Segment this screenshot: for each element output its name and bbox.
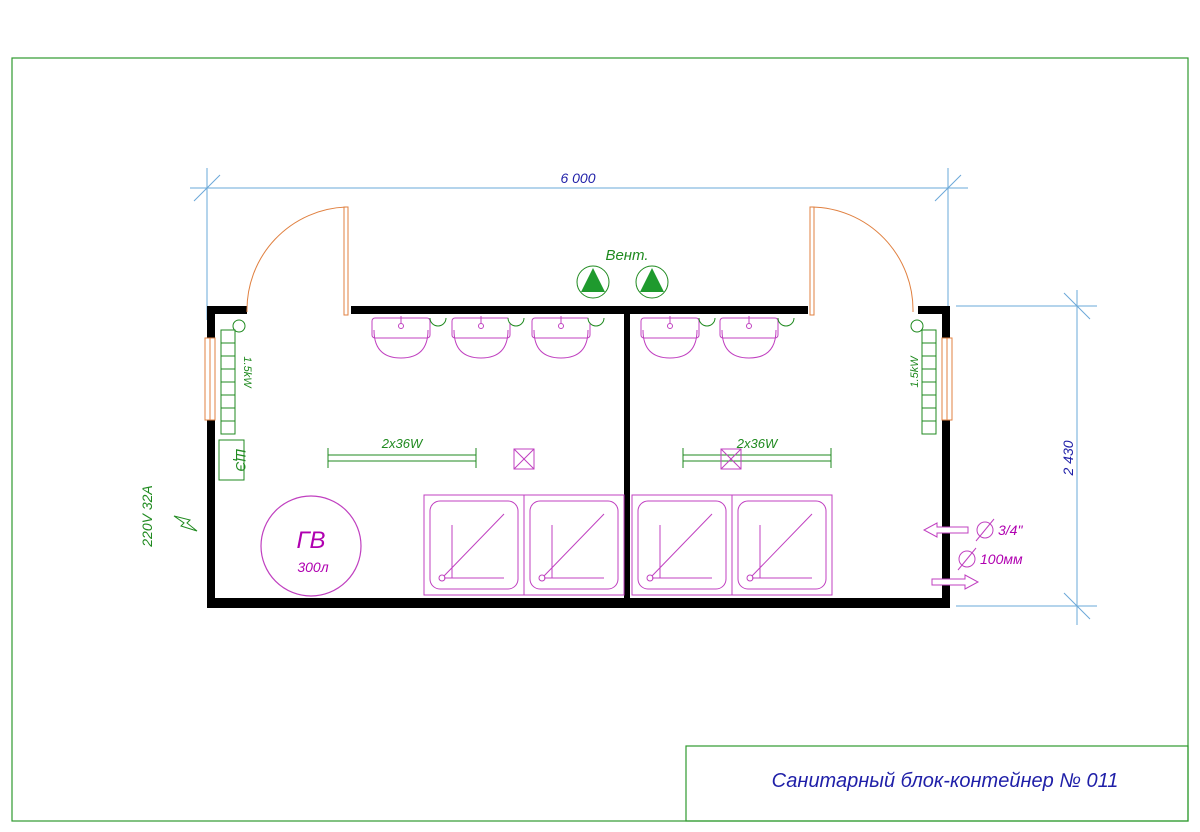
floor-drain-icon	[720, 448, 742, 470]
drawing-title: Санитарный блок-контейнер № 011	[772, 770, 1119, 792]
sink-icon	[451, 316, 511, 359]
lightning-icon	[173, 515, 198, 532]
power-supply-label: 220V 32A	[139, 485, 155, 548]
sinks	[371, 316, 779, 359]
title-block	[685, 745, 1189, 822]
vent-fan-icon	[635, 265, 669, 299]
window-left	[204, 337, 216, 421]
shower-tray-icon	[731, 494, 833, 596]
water-pipe-label: 3/4"	[998, 522, 1023, 538]
diameter-icon	[975, 518, 995, 542]
light-fixture-right	[682, 448, 832, 468]
vent-fan-icon	[576, 265, 610, 299]
light-left-label: 2x36W	[381, 436, 424, 451]
light-right-label: 2x36W	[736, 436, 779, 451]
sink-icon	[640, 316, 700, 359]
water-inlet-arrow-icon	[922, 522, 969, 538]
wall-fittings	[232, 317, 924, 333]
heater-left-label: 1.5kW	[241, 356, 253, 389]
shower-tray-icon	[423, 494, 525, 596]
shower-tray-icon	[523, 494, 625, 596]
vent-label: Вент.	[605, 247, 648, 264]
boiler-label: ГВ	[296, 527, 325, 554]
sink-icon	[531, 316, 591, 359]
length-label: 6 000	[560, 170, 595, 186]
boiler-icon	[260, 495, 362, 597]
heater-left-icon	[220, 329, 236, 435]
light-fixture-left	[327, 448, 477, 468]
door-left	[246, 206, 349, 316]
length-dimension	[190, 168, 968, 320]
heater-right-label: 1.5kW	[909, 355, 921, 388]
shower-trays	[423, 494, 833, 596]
door-right	[809, 206, 914, 316]
width-dimension	[956, 290, 1097, 625]
boiler-volume-label: 300л	[297, 559, 328, 575]
floor-drain-icon	[513, 448, 535, 470]
heater-right-icon	[921, 329, 937, 435]
panel-label: ЩЭ	[233, 449, 249, 472]
electrical-panel	[218, 439, 245, 481]
diameter-icon	[957, 547, 977, 571]
window-right	[941, 337, 953, 421]
sink-icon	[719, 316, 779, 359]
walls	[207, 306, 950, 608]
sewer-pipe-label: 100мм	[980, 551, 1023, 567]
sheet-frame	[11, 57, 1189, 822]
sewer-outlet-arrow-icon	[931, 574, 980, 590]
width-label: 2 430	[1060, 440, 1076, 476]
shower-tray-icon	[631, 494, 733, 596]
sink-icon	[371, 316, 431, 359]
